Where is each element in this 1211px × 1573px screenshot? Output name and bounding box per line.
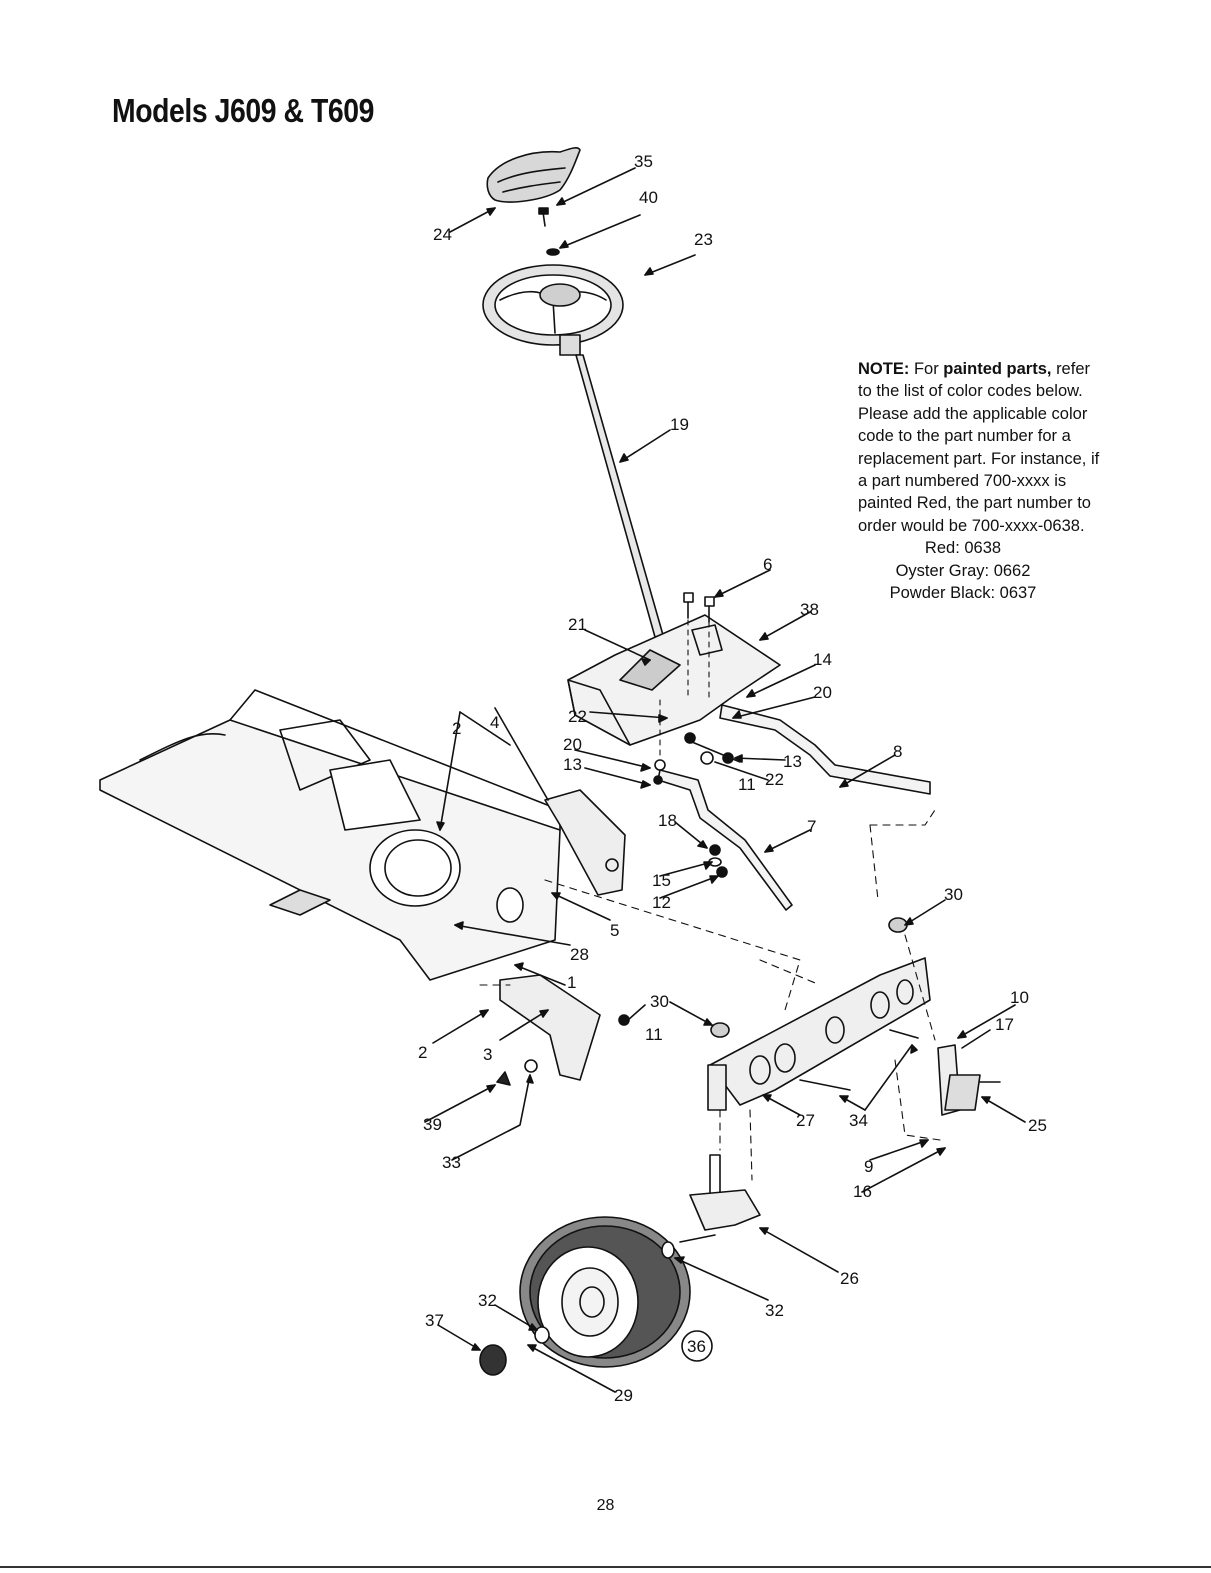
- axle-bolts: [799, 1029, 919, 1091]
- callout-17: 17: [995, 1015, 1014, 1034]
- bottom-rule: [0, 1566, 1211, 1568]
- callout-1: 1: [567, 973, 576, 992]
- callout-35: 35: [634, 152, 653, 171]
- washer-32b: [534, 1326, 550, 1344]
- note-text-2: refer to the list of color codes below. …: [858, 360, 1100, 535]
- callout-18: 18: [658, 811, 677, 830]
- callout-9: 9: [864, 1157, 873, 1176]
- callout-3: 3: [483, 1045, 492, 1064]
- callout-34: 34: [849, 1111, 868, 1130]
- callout-37: 37: [425, 1311, 444, 1330]
- callout-circle-36: [681, 1330, 713, 1362]
- callout-32b: 32: [478, 1291, 497, 1310]
- hub-cap: [479, 1344, 507, 1376]
- spindle-right: [937, 1044, 1001, 1116]
- callout-25: 25: [1028, 1116, 1047, 1135]
- callout-32: 32: [765, 1301, 784, 1320]
- small-hardware: [653, 732, 734, 878]
- tie-rod: [657, 769, 793, 911]
- callout-30b: 30: [650, 992, 669, 1011]
- callout-11b: 11: [645, 1025, 663, 1044]
- front-wheel: [519, 1216, 691, 1368]
- callout-33: 33: [442, 1153, 461, 1172]
- callout-27: 27: [796, 1111, 815, 1130]
- callout-14: 14: [813, 650, 832, 669]
- spindle-left: [679, 1154, 761, 1243]
- callout-38: 38: [800, 600, 819, 619]
- paint-note: NOTE: For painted parts, refer to the li…: [858, 358, 1108, 604]
- color-code-list: Red: 0638 Oyster Gray: 0662 Powder Black…: [858, 537, 1068, 604]
- callout-23: 23: [694, 230, 713, 249]
- note-lead: NOTE:: [858, 360, 910, 378]
- color-code-powder-black: Powder Black: 0637: [889, 584, 1037, 603]
- hex-bolts: [683, 592, 715, 623]
- steering-cap: [486, 147, 581, 203]
- callout-20: 20: [813, 683, 832, 702]
- color-code-oyster-gray: Oyster Gray: 0662: [895, 561, 1031, 580]
- color-code-red: Red: 0638: [924, 539, 1002, 558]
- note-bold: painted parts,: [943, 360, 1052, 378]
- callout-13: 13: [563, 755, 582, 774]
- callout-2: 2: [452, 719, 461, 738]
- callout-29: 29: [614, 1386, 633, 1405]
- callout-13b: 13: [783, 752, 802, 771]
- callout-15: 15: [652, 871, 671, 890]
- callout-21: 21: [568, 615, 587, 634]
- callout-12: 12: [652, 893, 671, 912]
- callout-8: 8: [893, 742, 902, 761]
- callout-26: 26: [840, 1269, 859, 1288]
- callout-20b: 20: [563, 735, 582, 754]
- front-axle: [707, 957, 931, 1111]
- callout-16: 16: [853, 1182, 872, 1201]
- callout-24: 24: [433, 225, 452, 244]
- callout-19: 19: [670, 415, 689, 434]
- note-paragraph: NOTE: For painted parts, refer to the li…: [858, 358, 1108, 537]
- washer-32: [661, 1241, 675, 1259]
- steering-wheel: [482, 264, 624, 356]
- callout-22b: 22: [765, 770, 784, 789]
- callout-39: 39: [423, 1115, 442, 1134]
- callout-40: 40: [639, 188, 658, 207]
- callout-7: 7: [807, 817, 816, 836]
- leader-lines: [424, 167, 1026, 1393]
- callout-28: 28: [570, 945, 589, 964]
- note-text-1: For: [913, 360, 939, 378]
- steering-shaft: [575, 354, 664, 638]
- screw-39: [496, 1071, 511, 1086]
- drag-link: [719, 704, 931, 795]
- callout-11: 11: [738, 775, 756, 794]
- mower-frame: [99, 689, 561, 981]
- callout-2b: 2: [418, 1043, 427, 1062]
- callout-22: 22: [568, 707, 587, 726]
- callout-5: 5: [610, 921, 619, 940]
- axle-caps: [710, 917, 908, 1038]
- cap-screw: [538, 207, 549, 227]
- page-number: 28: [596, 1497, 615, 1514]
- callout-10: 10: [1010, 988, 1029, 1007]
- callout-6: 6: [763, 555, 772, 574]
- frame-bracket-right: [544, 789, 626, 896]
- spacer-33: [524, 1059, 538, 1073]
- callout-labels: 35 40 24 23 19 6 38 21 14 20 22 20 13 13…: [418, 152, 1047, 1405]
- callout-36: 36: [687, 1337, 706, 1356]
- assembly-lines-upper: [659, 619, 710, 761]
- axle-bracket: [499, 974, 601, 1081]
- steering-support-plate: [567, 614, 781, 746]
- page-title: Models J609 & T609: [112, 92, 375, 129]
- callout-30: 30: [944, 885, 963, 904]
- assembly-lines: [479, 809, 941, 1181]
- callout-4: 4: [490, 713, 499, 732]
- retaining-clip: [546, 248, 560, 256]
